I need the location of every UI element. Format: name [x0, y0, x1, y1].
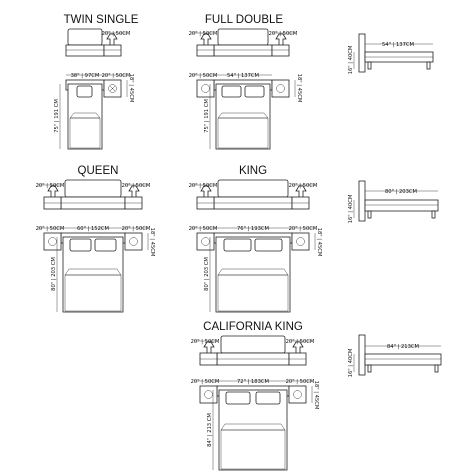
twin-bed-length-label: 75" | 191 CM [54, 99, 60, 133]
queen-front-elevation: 20" | 50CM 20" | 50CM [36, 179, 151, 210]
queen-bed-length-label: 80" | 203 CM [51, 257, 57, 291]
full-nightstand-width-front-left: 20" | 50CM [189, 31, 218, 37]
king-bed-length-label: 80" | 203 CM [204, 257, 210, 291]
cal-king-front-elevation: 20" | 50CM 20" | 50CM [191, 335, 315, 366]
twin-nightstand-depth: 18" | 45CM [128, 74, 134, 103]
queen-nightstand-width-front-left: 20" | 50CM [36, 183, 65, 189]
king-side-height-label: 16" | 40CM [348, 195, 354, 224]
twin-nightstand-width-plan: 20" | 50CM [102, 73, 131, 79]
queen-nightstand-width-plan-left: 20" | 50CM [36, 226, 65, 232]
king-side-elevation: 80" | 203CM 16" | 40CM [348, 180, 439, 224]
king-bed-width-label: 76" | 193CM [237, 226, 269, 232]
king-nightstand-width-plan-left: 20" | 50CM [189, 226, 218, 232]
full-nightstand-width-front-right: 20" | 50CM [269, 31, 298, 37]
full-double-title: FULL DOUBLE [205, 14, 284, 26]
queen-nightstand-width-front-right: 20" | 50CM [122, 183, 151, 189]
cal-king-nightstand-depth: 18" | 45CM [313, 381, 319, 410]
cal-king-bed-length-label: 84" | 213 CM [207, 413, 213, 447]
cal-king-nightstand-width-plan-left: 20" | 50CM [191, 379, 220, 385]
california-king-section: CALIFORNIA KING 20" | 50CM 20" | 50CM 20… [191, 321, 442, 471]
king-section: KING 20" | 50CM 20" | 50CM 20" | 50CM 76… [189, 165, 439, 313]
queen-nightstand-width-plan-right: 20" | 50CM [122, 226, 151, 232]
cal-king-plan-view: 20" | 50CM 72" | 183CM 20" | 50CM 18" | … [191, 379, 319, 471]
full-side-height-label: 16" | 40CM [348, 46, 354, 75]
twin-single-section: TWIN SINGLE 20" | 50CM 38" | 97CM 20" | … [54, 14, 139, 150]
queen-bed-width-label: 60" | 152CM [77, 226, 109, 232]
full-side-width-label: 54" | 137CM [382, 42, 414, 48]
queen-nightstand-depth: 18" | 45CM [149, 228, 155, 257]
twin-single-title: TWIN SINGLE [64, 14, 139, 26]
full-nightstand-depth: 18" | 45CM [296, 74, 302, 103]
king-side-width-label: 80" | 203CM [385, 189, 417, 195]
full-plan-view: 20" | 50CM 54" | 137CM 18" | 45CM 75" | … [189, 73, 302, 150]
full-nightstand-width-plan: 20" | 50CM [189, 73, 218, 79]
king-front-elevation: 20" | 50CM 20" | 50CM [189, 179, 318, 210]
twin-nightstand-width-front: 20" | 50CM [102, 31, 131, 37]
twin-front-elevation: 20" | 50CM [65, 28, 131, 57]
full-bed-width-label: 54" | 137CM [227, 73, 259, 79]
queen-plan-view: 20" | 50CM 60" | 152CM 20" | 50CM 18" | … [36, 226, 155, 313]
king-title: KING [239, 165, 267, 177]
twin-plan-view: 38" | 97CM 20" | 50CM 18" | 45CM 75" | 1… [54, 73, 134, 150]
full-side-elevation: 54" | 137CM 16" | 40CM [348, 33, 434, 75]
cal-king-nightstand-width-front-right: 20" | 50CM [286, 339, 315, 345]
queen-title: QUEEN [78, 165, 119, 177]
cal-king-side-width-label: 84" | 213CM [387, 344, 419, 350]
twin-bed-width-label: 38" | 97CM [71, 73, 100, 79]
cal-king-side-height-label: 16" | 40CM [348, 349, 354, 378]
cal-king-nightstand-width-plan-right: 20" | 50CM [286, 379, 315, 385]
full-bed-length-label: 75" | 191 CM [204, 99, 210, 133]
full-double-section: FULL DOUBLE 20" | 50CM 20" | 50CM 20" | … [189, 14, 434, 150]
king-plan-view: 20" | 50CM 76" | 193CM 20" | 50CM 18" | … [189, 226, 322, 313]
cal-king-bed-width-label: 72" | 183CM [237, 379, 269, 385]
king-nightstand-width-plan-right: 20" | 50CM [289, 226, 318, 232]
cal-king-side-elevation: 84" | 213CM 16" | 40CM [348, 334, 442, 378]
king-nightstand-width-front-left: 20" | 50CM [189, 183, 218, 189]
california-king-title: CALIFORNIA KING [203, 321, 303, 333]
full-front-elevation: 20" | 50CM 20" | 50CM [189, 28, 298, 57]
queen-section: QUEEN 20" | 50CM 20" | 50CM 20" | 50CM 6… [36, 165, 155, 313]
king-nightstand-width-front-right: 20" | 50CM [289, 183, 318, 189]
cal-king-nightstand-width-front-left: 20" | 50CM [191, 339, 220, 345]
king-nightstand-depth: 18" | 45CM [316, 228, 322, 257]
